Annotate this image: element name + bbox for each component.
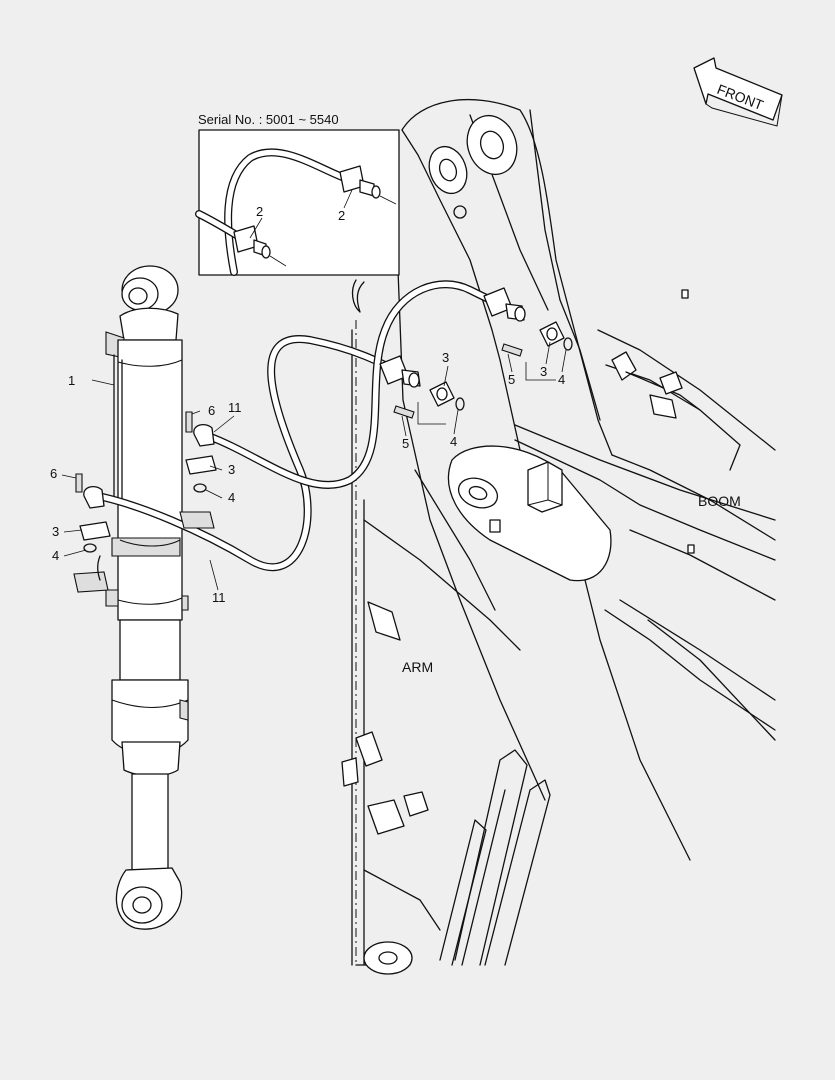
callout-4-cyl-lower: 4	[52, 548, 59, 563]
front-arrow-icon: FRONT	[693, 57, 783, 127]
boom-structure	[447, 289, 776, 741]
callout-labels: 1 2 2 3 3 3 3 4 4 4 4 5 5 6 6 11 11	[50, 204, 565, 605]
callout-3-cyl-upper: 3	[228, 462, 235, 477]
arm-label: ARM	[402, 659, 433, 675]
callout-1: 1	[68, 373, 75, 388]
cylinder-fittings	[73, 411, 217, 593]
callout-3-arm-right: 3	[540, 364, 547, 379]
leader-lines	[61, 341, 567, 591]
callout-3-cyl-lower: 3	[52, 524, 59, 539]
serial-inset: Serial No. : 5001 ~ 5540	[195, 112, 400, 313]
callout-11-upper: 11	[228, 400, 242, 415]
callout-5-left: 5	[402, 436, 409, 451]
hose-11-lower	[94, 335, 406, 572]
callout-2-inset-left: 2	[256, 204, 263, 219]
arm-structure	[351, 98, 691, 975]
arm-plates: ARM BOOM	[341, 493, 741, 835]
hose-11-upper	[204, 280, 510, 489]
callout-4-arm-right: 4	[558, 372, 565, 387]
callout-5-right: 5	[508, 372, 515, 387]
hose-fittings	[379, 287, 573, 425]
callout-6-upper: 6	[208, 403, 215, 418]
callout-3-arm-left: 3	[442, 350, 449, 365]
callout-6-lower: 6	[50, 466, 57, 481]
callout-11-lower: 11	[212, 590, 226, 605]
callout-4-arm-left: 4	[450, 434, 457, 449]
boom-label: BOOM	[698, 493, 741, 509]
serial-label: Serial No. : 5001 ~ 5540	[198, 112, 339, 127]
arm-cylinder	[91, 265, 189, 930]
callout-2-inset-right: 2	[338, 208, 345, 223]
callout-4-cyl-upper: 4	[228, 490, 235, 505]
